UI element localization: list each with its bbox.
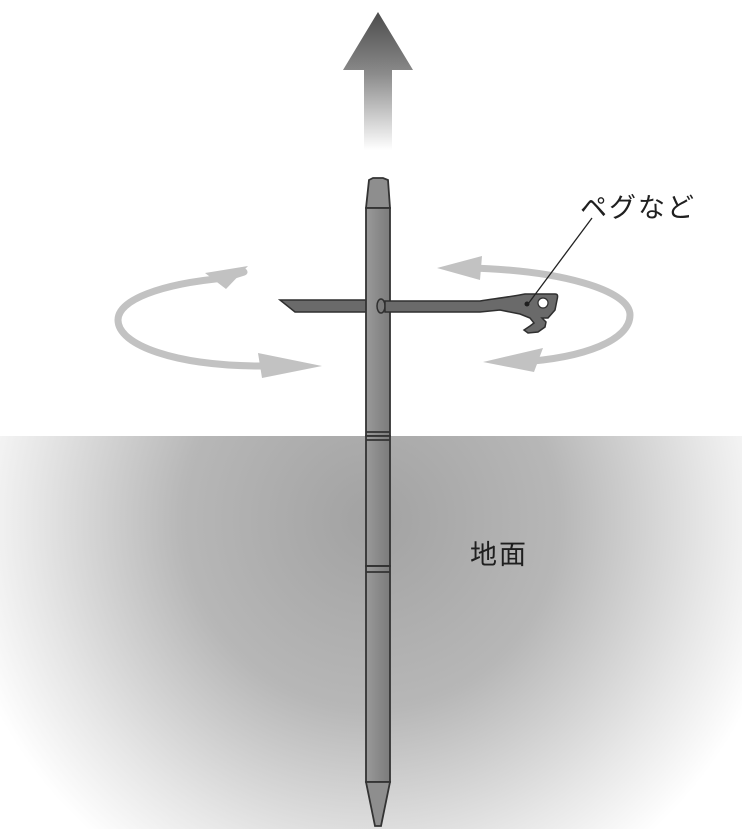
peg-leader-line	[528, 218, 592, 304]
up-arrow-icon	[343, 12, 413, 150]
peg-label: ペグなど	[580, 186, 696, 225]
peg	[280, 300, 370, 312]
ground-label: 地面	[470, 533, 528, 572]
rod	[366, 178, 390, 826]
